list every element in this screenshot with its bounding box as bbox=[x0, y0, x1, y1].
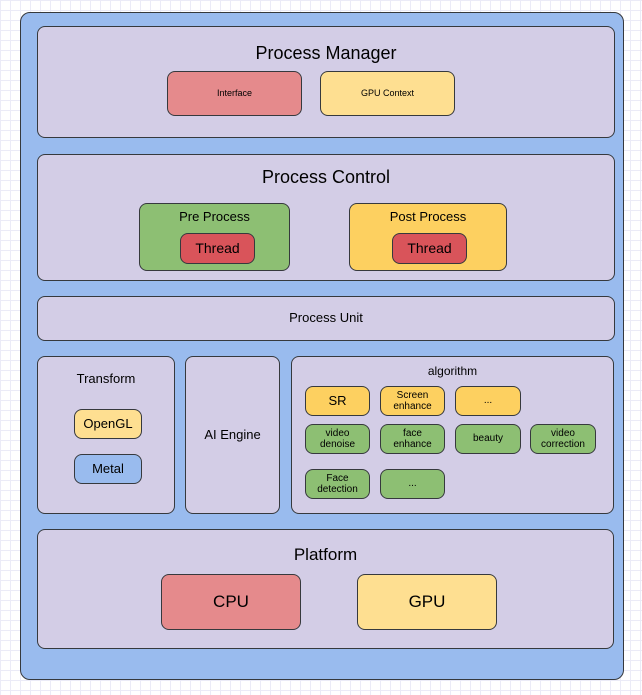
pre-process-thread-box: Thread bbox=[180, 233, 255, 264]
process-control-title: Process Control bbox=[261, 167, 391, 187]
algo-more-1: ... bbox=[455, 386, 521, 416]
algo-screen-enhance: Screen enhance bbox=[380, 386, 445, 416]
algo-beauty-label: beauty bbox=[472, 433, 504, 445]
post-process-thread-label: Thread bbox=[407, 240, 452, 257]
opengl-box: OpenGL bbox=[74, 409, 142, 439]
algo-beauty: beauty bbox=[455, 424, 521, 454]
metal-box: Metal bbox=[74, 454, 142, 484]
gpu-box: GPU bbox=[357, 574, 497, 630]
algo-video-denoise-label: video denoise bbox=[319, 427, 356, 451]
pre-process-label: Pre Process bbox=[179, 209, 250, 224]
algorithm-title: algorithm bbox=[427, 364, 478, 378]
algo-video-correction: video correction bbox=[530, 424, 596, 454]
process-unit-panel: Process Unit bbox=[37, 296, 615, 341]
gpu-context-box: GPU Context bbox=[320, 71, 455, 116]
opengl-label: OpenGL bbox=[83, 415, 133, 431]
post-process-thread-box: Thread bbox=[392, 233, 467, 264]
algo-screen-enhance-label: Screen enhance bbox=[393, 389, 432, 413]
cpu-box: CPU bbox=[161, 574, 301, 630]
ai-engine-title: AI Engine bbox=[204, 426, 261, 442]
gpu-context-label: GPU Context bbox=[360, 88, 415, 99]
ai-engine-panel: AI Engine bbox=[185, 356, 280, 514]
interface-label: Interface bbox=[216, 88, 253, 99]
algo-sr: SR bbox=[305, 386, 370, 416]
algo-face-detection: Face detection bbox=[305, 469, 370, 499]
cpu-label: CPU bbox=[213, 592, 249, 612]
algo-face-detection-label: Face detection bbox=[317, 472, 358, 496]
algo-more-2-label: ... bbox=[408, 478, 417, 490]
metal-label: Metal bbox=[92, 460, 124, 476]
algo-face-enhance-label: face enhance bbox=[393, 427, 432, 451]
algo-video-correction-label: video correction bbox=[541, 427, 585, 451]
gpu-label: GPU bbox=[408, 592, 446, 612]
platform-panel: Platform bbox=[37, 529, 614, 649]
algo-video-denoise: video denoise bbox=[305, 424, 370, 454]
algo-more-2: ... bbox=[380, 469, 445, 499]
process-control-panel: Process Control bbox=[37, 154, 615, 281]
post-process-label: Post Process bbox=[389, 209, 467, 224]
process-unit-title: Process Unit bbox=[289, 310, 363, 326]
interface-box: Interface bbox=[167, 71, 302, 116]
algo-face-enhance: face enhance bbox=[380, 424, 445, 454]
algo-sr-label: SR bbox=[328, 392, 347, 408]
algo-more-1-label: ... bbox=[483, 395, 493, 407]
transform-title: Transform bbox=[76, 371, 136, 386]
process-manager-title: Process Manager bbox=[255, 43, 397, 63]
platform-title: Platform bbox=[293, 545, 358, 564]
pre-process-thread-label: Thread bbox=[195, 240, 240, 257]
